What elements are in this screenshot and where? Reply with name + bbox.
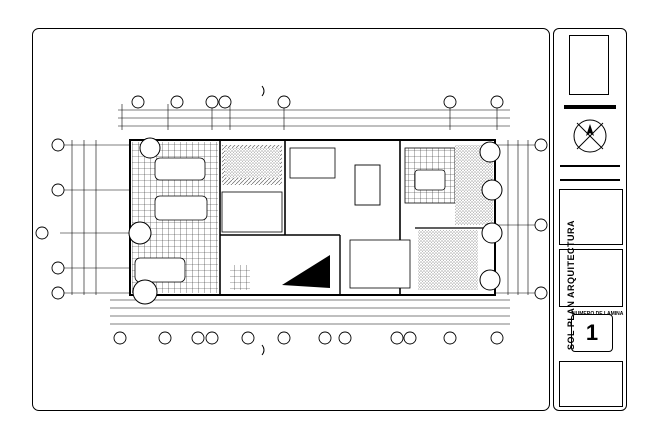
grid-bubbles-bottom	[113, 331, 504, 345]
title-block-logo-box	[569, 35, 609, 95]
grid-bubbles-top	[131, 95, 504, 109]
sheet-number: 1	[571, 314, 613, 352]
top-dimension-lines	[118, 104, 510, 130]
drawing-frame	[32, 28, 550, 411]
trees	[128, 137, 503, 305]
left-dimension-lines	[60, 140, 130, 295]
bottom-dimension-lines	[110, 299, 510, 325]
title-block-section-1	[559, 189, 623, 245]
title-block-section-2	[559, 249, 623, 307]
north-arrow-icon	[573, 119, 607, 153]
section-cut-marks	[261, 85, 265, 356]
title-block-line-2	[560, 179, 620, 181]
title-block-line-1	[560, 165, 620, 167]
right-dimension-lines	[495, 140, 540, 295]
grid-bubbles-right	[534, 138, 548, 300]
title-block-footer	[559, 361, 623, 407]
title-block: NUMERO DE LAMINA	[553, 28, 627, 411]
garage-area	[132, 142, 218, 293]
title-block-header-bar	[564, 105, 616, 109]
grid-bubbles-left	[35, 138, 65, 300]
